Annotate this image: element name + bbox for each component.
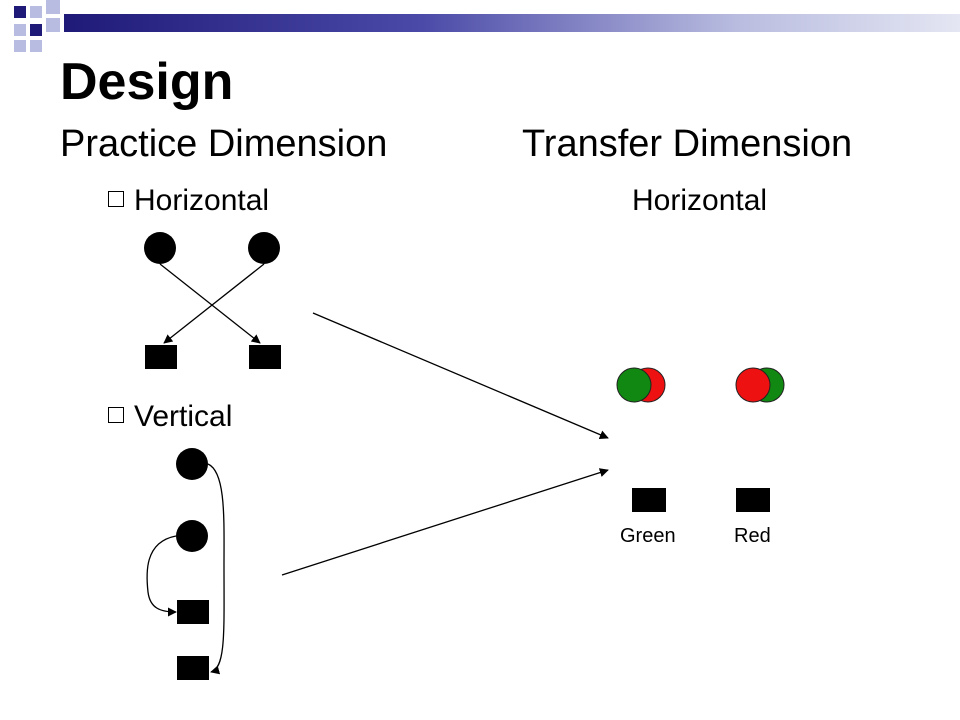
practice-item-vertical: Vertical	[108, 398, 232, 436]
corner-square-light	[30, 6, 42, 18]
practice-dimension-heading: Practice Dimension	[60, 123, 388, 165]
stimulus-circle-bottom	[176, 520, 208, 552]
transfer-arrow-from-vertical	[281, 468, 609, 576]
response-label-green: Green	[620, 525, 676, 547]
slide-title: Design	[60, 53, 234, 111]
response-key-right	[249, 345, 281, 369]
response-key-lower	[177, 656, 209, 680]
transfer-arrow-from-horizontal	[312, 312, 609, 439]
transfer-circle-red-front	[735, 367, 771, 403]
corner-square-light	[14, 40, 26, 52]
response-key-left	[145, 345, 177, 369]
stimulus-circle-left	[144, 232, 176, 264]
corner-square-navy	[30, 24, 42, 36]
transfer-circle-green-front	[616, 367, 652, 403]
transfer-item-horizontal: Horizontal	[632, 184, 768, 217]
mapping-arrow-right-to-left	[163, 263, 265, 344]
stimulus-circle-top	[176, 448, 208, 480]
header-gradient-bar	[64, 14, 960, 32]
practice-item-label: Horizontal	[134, 184, 270, 217]
corner-square-light	[30, 40, 42, 52]
transfer-dimension-heading: Transfer Dimension	[522, 123, 853, 165]
mapping-arrow-top-to-lower	[207, 463, 225, 675]
practice-item-horizontal: Horizontal	[108, 182, 269, 220]
transfer-key-green	[632, 488, 666, 512]
response-key-upper	[177, 600, 209, 624]
practice-item-label: Vertical	[134, 400, 233, 433]
bullet-square-icon	[108, 191, 124, 208]
bullet-square-icon	[108, 407, 124, 424]
transfer-key-red	[736, 488, 770, 512]
mapping-arrow-left-to-right	[159, 263, 261, 344]
corner-square-light	[14, 24, 26, 36]
corner-square-light	[46, 18, 60, 32]
corner-square-light	[46, 0, 60, 14]
corner-square-navy	[14, 6, 26, 18]
mapping-arrow-bottom-to-upper	[146, 535, 177, 617]
stimulus-circle-right	[248, 232, 280, 264]
response-label-red: Red	[734, 525, 771, 547]
